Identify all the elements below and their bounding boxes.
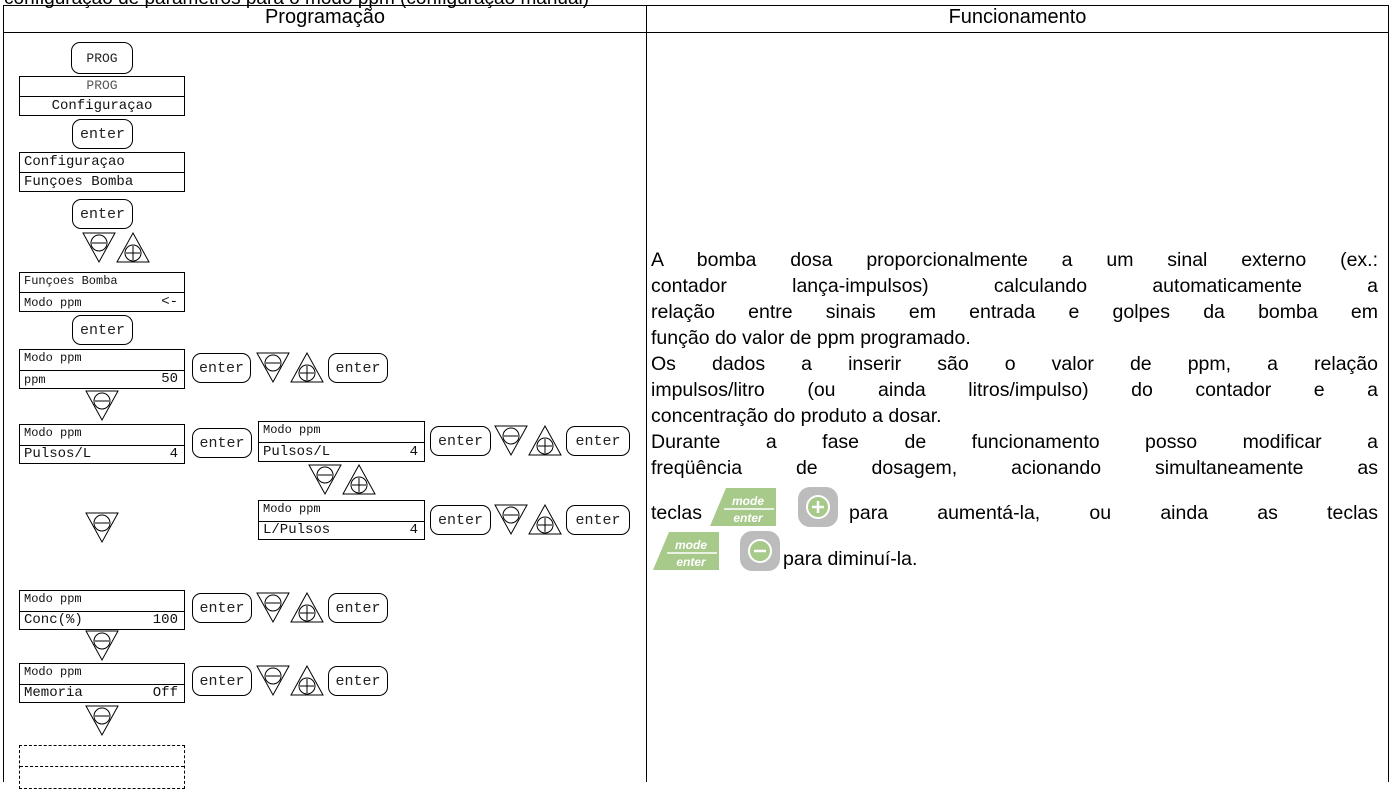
table-top-border	[3, 5, 1389, 6]
desc-line: Os dados a inserir são o valor de ppm, a…	[651, 353, 1378, 375]
enter-button-mem-1[interactable]: enter	[192, 666, 252, 696]
mode-key-bottom-label: enter	[733, 511, 764, 525]
minus-plus-icons-1	[82, 232, 150, 263]
description-text: A bomba dosa proporcionalmente a um sina…	[651, 247, 1378, 481]
header-divider	[3, 32, 1389, 33]
plus-triangle-icon	[116, 232, 150, 263]
mode-key-top-label: mode	[675, 538, 707, 552]
minus-plus-icons-2	[308, 464, 376, 495]
mode-enter-key-icon: mode enter	[710, 488, 776, 526]
minus-plus-icons-mem	[256, 665, 324, 696]
mode-key-bottom-label: enter	[676, 555, 707, 569]
display-pulsos-l: Modo ppm Pulsos/L 4	[19, 424, 185, 464]
minus-plus-icons-ppm	[256, 352, 324, 383]
display-ppm: Modo ppm ppm 50	[19, 349, 185, 389]
enter-button-3[interactable]: enter	[72, 315, 133, 345]
empty-display-placeholder	[19, 745, 185, 789]
cut-off-title: configuração de parâmetros para o modo p…	[4, 0, 589, 10]
desc-line: concentração do produto a dosar.	[651, 405, 942, 427]
plus-key-icon	[798, 487, 838, 527]
minus-triangle-icon	[85, 512, 119, 543]
minus-key-icon	[740, 531, 780, 571]
desc-line: freqüência de dosagem, acionando simulta…	[651, 457, 1378, 479]
enter-button-lpulsos-2[interactable]: enter	[566, 505, 630, 535]
enter-button-pulsos-3[interactable]: enter	[566, 426, 630, 456]
enter-button-ppm-2[interactable]: enter	[328, 353, 388, 383]
desc-line: A bomba dosa proporcionalmente a um sina…	[651, 249, 1378, 271]
table-right-border	[1388, 5, 1389, 782]
keys-increase-line: teclas mode enter para aumentá-la, ou ai…	[651, 486, 1378, 530]
desc-line: impulsos/litro (ou ainda litros/impulso)…	[651, 379, 1378, 401]
teclas-text: teclas	[651, 502, 702, 524]
desc-line: função do valor de ppm programado.	[651, 327, 971, 349]
decrease-text: para diminuí-la.	[783, 548, 918, 570]
desc-line: contador lança-impulsos) calculando auto…	[651, 275, 1378, 297]
minus-plus-icons-conc	[256, 592, 324, 623]
col-header-programacao: Programação	[264, 6, 386, 28]
enter-button-2[interactable]: enter	[72, 199, 133, 229]
enter-button-1[interactable]: enter	[72, 119, 133, 149]
enter-button-lpulsos-1[interactable]: enter	[430, 505, 491, 535]
enter-button-conc-2[interactable]: enter	[328, 593, 388, 623]
col-header-funcionamento: Funcionamento	[948, 6, 1087, 28]
enter-button-pulsos-2[interactable]: enter	[430, 426, 491, 456]
table-left-border	[3, 5, 4, 782]
display-funcoes-modo: Funçoes Bomba Modo ppm <-	[19, 272, 185, 312]
desc-line: relação entre sinais em entrada e golpes…	[651, 301, 1378, 323]
desc-line: Durante a fase de funcionamento posso mo…	[651, 431, 1378, 453]
display-pulsos-l-2: Modo ppm Pulsos/L 4	[258, 421, 425, 462]
enter-button-ppm-1[interactable]: enter	[192, 353, 251, 383]
enter-button-pulsos-1[interactable]: enter	[192, 428, 252, 458]
increase-text: para aumentá-la, ou ainda as teclas	[849, 502, 1378, 524]
minus-triangle-icon	[82, 232, 116, 263]
display-configuracao-funcoes: Configuraçao Funçoes Bomba	[19, 152, 185, 192]
keys-decrease-line: mode enter para diminuí-la.	[651, 530, 1378, 574]
display-memoria: Modo ppm Memoria Off	[19, 663, 185, 703]
prog-button[interactable]: PROG	[71, 42, 133, 74]
minus-triangle-icon	[85, 630, 119, 661]
display-conc: Modo ppm Conc(%) 100	[19, 590, 185, 630]
mode-key-top-label: mode	[732, 494, 764, 508]
mode-enter-key-icon: mode enter	[653, 532, 719, 570]
enter-button-conc-1[interactable]: enter	[192, 593, 252, 623]
column-divider	[646, 5, 647, 782]
minus-triangle-icon	[85, 390, 119, 421]
enter-button-mem-2[interactable]: enter	[328, 666, 388, 696]
display-prog-configuracao: PROG Configuraçao	[19, 76, 185, 116]
minus-plus-icons-pulsos	[494, 425, 562, 456]
minus-plus-icons-lpulsos	[494, 504, 562, 535]
display-l-pulsos: Modo ppm L/Pulsos 4	[258, 500, 425, 540]
minus-triangle-icon	[85, 705, 119, 736]
